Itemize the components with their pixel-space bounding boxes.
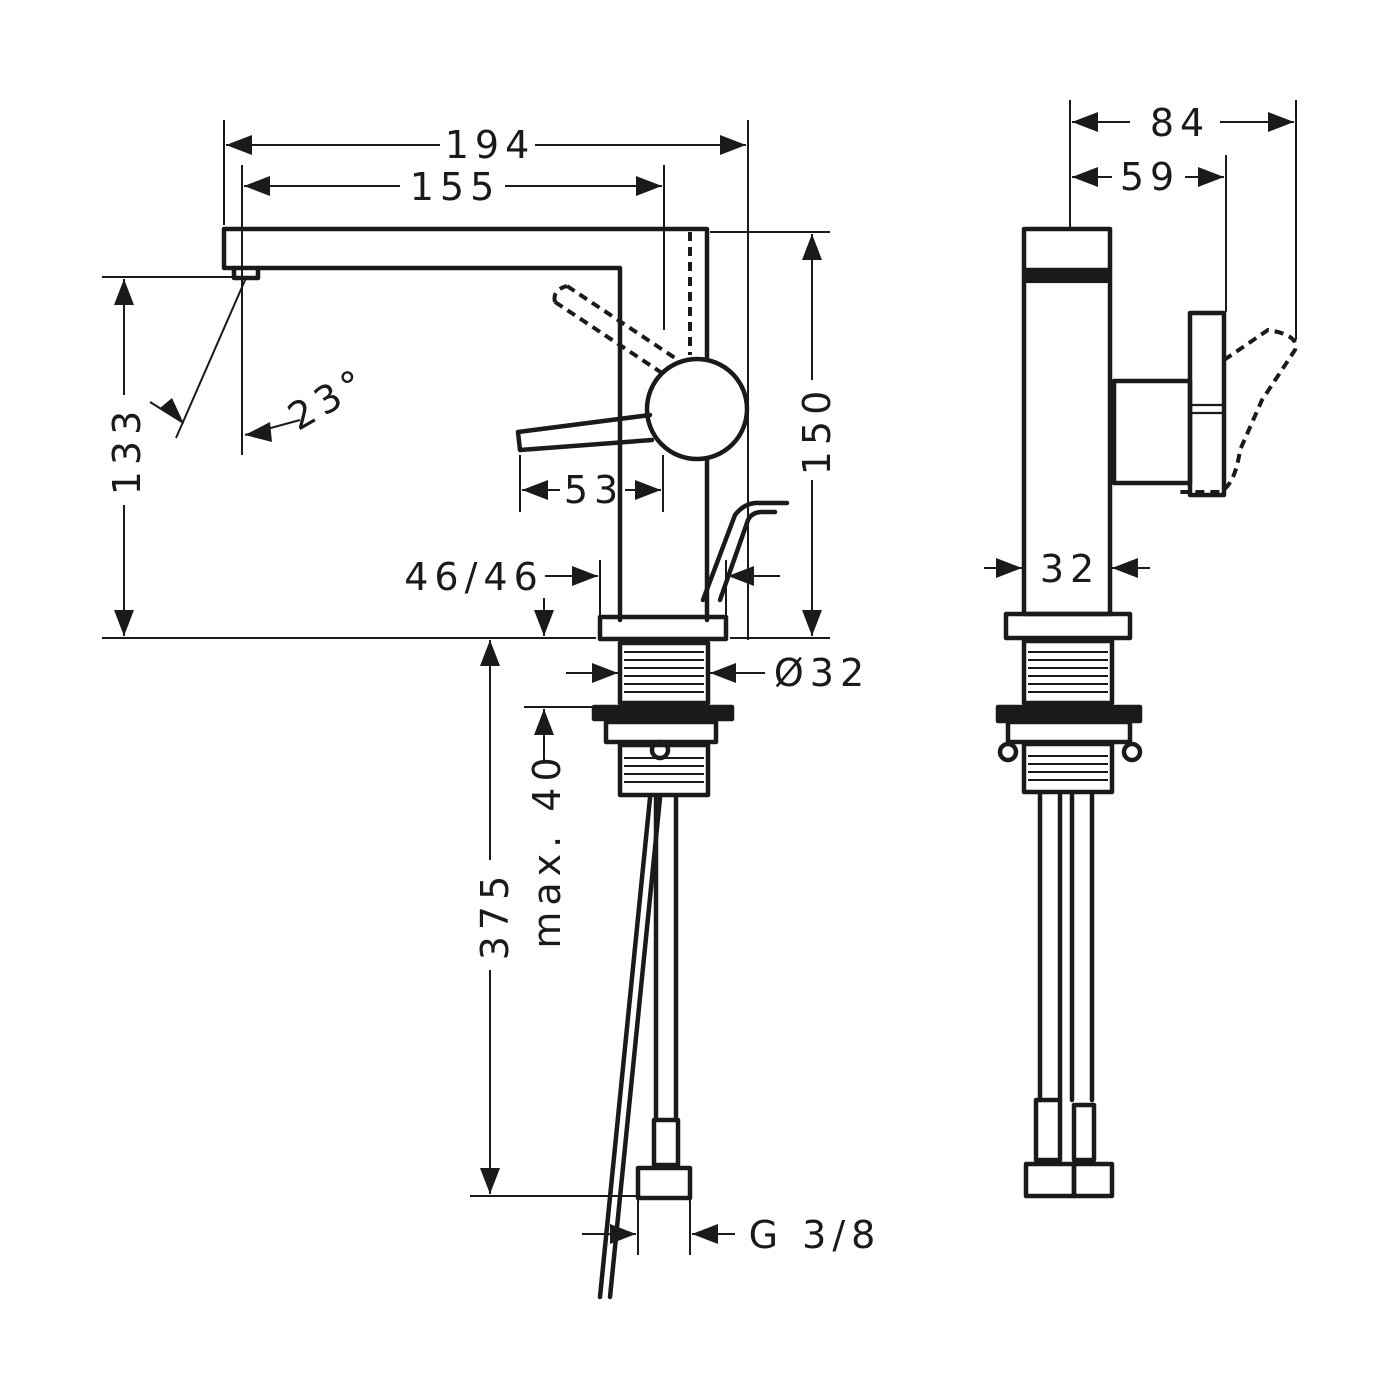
dim-total-width-label: 194: [445, 123, 536, 167]
side-view: 84 59 32: [984, 100, 1298, 1199]
side-shank-threads: [1028, 651, 1108, 693]
dim-deck-thickness-label: 46/46: [404, 555, 544, 599]
dim-hose-length-label: 375: [473, 870, 517, 961]
dim-body-width-label: 32: [1040, 547, 1100, 591]
dim-connection-label: G 3/8: [749, 1213, 882, 1257]
dim-hose-length: 375: [470, 640, 636, 1197]
dim-depth-body-label: 59: [1120, 155, 1180, 199]
dim-lever-reach: 53: [519, 455, 664, 512]
dim-connection: G 3/8: [582, 1200, 882, 1257]
dim-shank-diameter-label: Ø32: [774, 651, 870, 695]
faucet-body: [221, 226, 790, 1300]
dim-max-thickness: max. 40: [524, 706, 592, 949]
dim-depth-total-label: 84: [1150, 101, 1210, 145]
dim-lever-reach-label: 53: [564, 468, 624, 512]
dim-body-width: 32: [984, 547, 1150, 591]
dim-total-height: 150: [710, 231, 839, 639]
shank-threads: [624, 651, 704, 693]
dim-shank-diameter: Ø32: [566, 651, 870, 695]
dim-total-width: 194: [223, 120, 749, 640]
front-view: 194 155 150: [102, 120, 882, 1300]
dim-spout-reach-label: 155: [410, 165, 501, 209]
dim-depth-total: 84: [1069, 100, 1297, 340]
dim-max-thickness-label: max. 40: [525, 751, 569, 948]
dim-spout-height: 133: [102, 276, 596, 639]
dim-depth-body: 59: [1072, 155, 1227, 312]
dim-spout-height-label: 133: [105, 405, 149, 496]
lower-shank-threads: [624, 757, 704, 783]
dim-total-height-label: 150: [795, 385, 839, 476]
faucet-side-body: [995, 226, 1298, 1199]
dim-deck-thickness: 46/46: [404, 555, 780, 636]
dim-angle-label: 23°: [281, 358, 377, 439]
dim-spout-reach: 155: [241, 165, 665, 455]
dim-angle: 23°: [149, 277, 377, 442]
side-lower-threads: [1028, 755, 1108, 781]
